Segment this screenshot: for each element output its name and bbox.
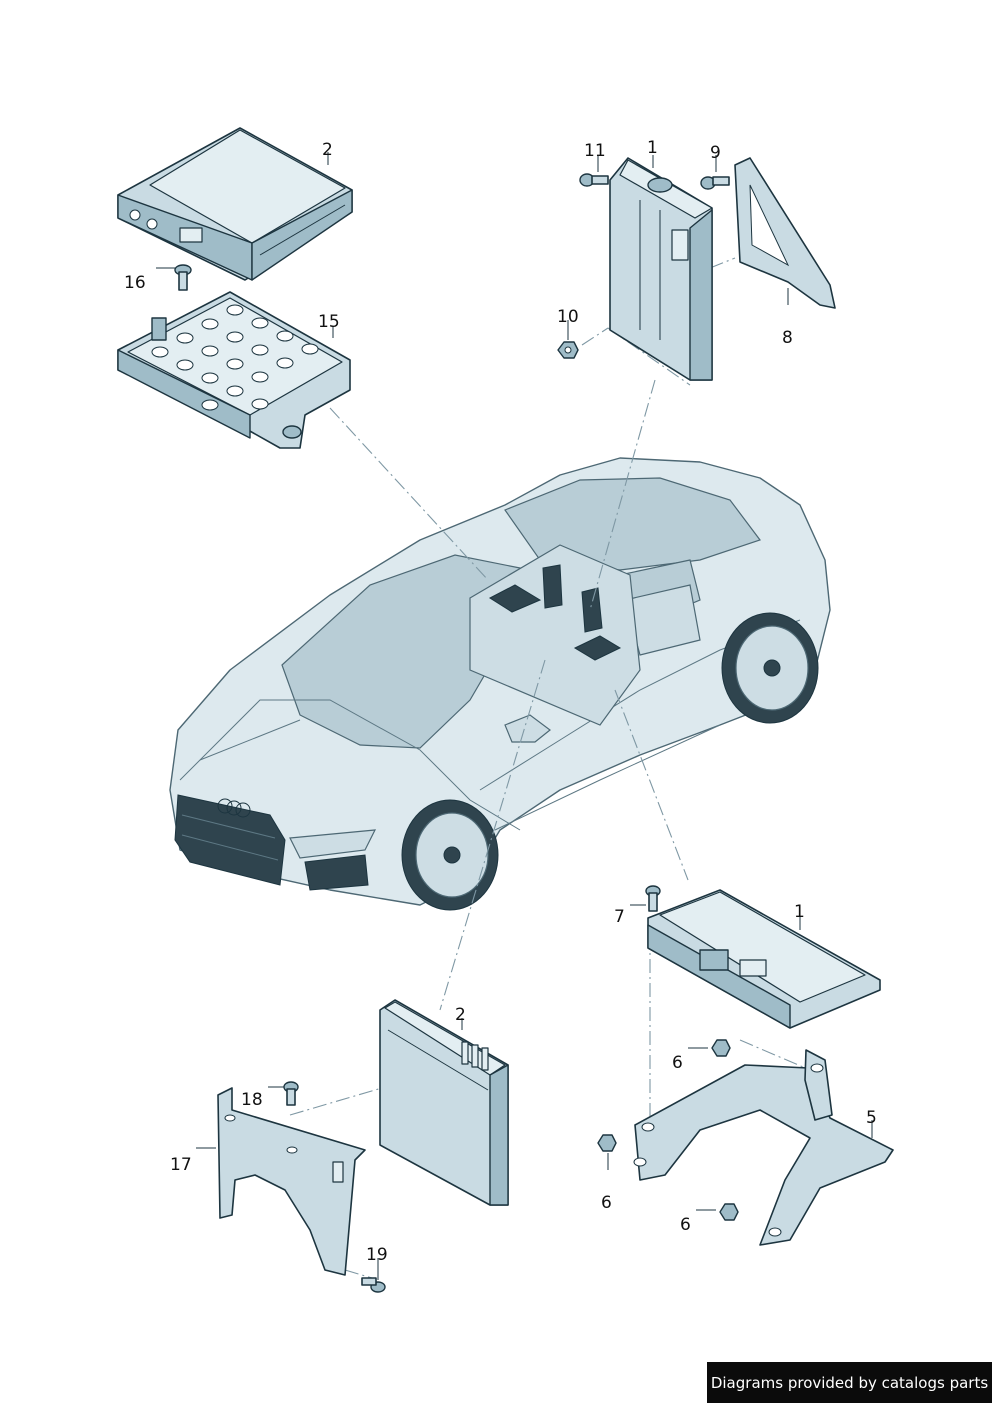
callout-labels: 2 16 15 11 1 9 10 8 1 7 6 6 6 5 2 18 17 …: [124, 138, 877, 1265]
callout-16: 16: [124, 273, 146, 293]
attribution-text: Diagrams provided by catalogs parts: [710, 1373, 989, 1392]
part-19-bolt: [361, 1277, 386, 1293]
part-18-bolt: [283, 1081, 299, 1106]
part-6-nut-b: [597, 1134, 617, 1152]
part-15-tray: [117, 291, 351, 449]
callout-2-bottom: 2: [455, 1005, 466, 1025]
callout-6-b: 6: [601, 1193, 612, 1213]
callout-6-c: 6: [680, 1215, 691, 1235]
callout-11: 11: [584, 141, 606, 161]
part-2-control-unit-top: [117, 127, 353, 281]
callout-7: 7: [614, 907, 625, 927]
callout-18: 18: [241, 1090, 263, 1110]
part-17-bracket: [217, 1087, 366, 1276]
part-10-nut: [557, 341, 579, 359]
part-9-bolt: [700, 176, 730, 190]
tray-holes: [151, 304, 319, 411]
callout-8: 8: [782, 328, 793, 348]
car-illustration: [169, 457, 831, 911]
callout-1-bottom: 1: [794, 902, 805, 922]
callout-5: 5: [866, 1108, 877, 1128]
part-8-bracket: [734, 157, 836, 309]
callout-15: 15: [318, 312, 340, 332]
part-5-carrier: [633, 1049, 894, 1246]
callout-2-top: 2: [322, 140, 333, 160]
part-1-control-unit-bottom: [647, 889, 881, 1029]
part-1-control-unit-top: [609, 157, 713, 381]
attribution-badge: Diagrams provided by catalogs parts: [707, 1362, 992, 1403]
callout-1-top: 1: [647, 138, 658, 158]
callout-17: 17: [170, 1155, 192, 1175]
leader-lines: [156, 152, 873, 1280]
callout-9: 9: [710, 143, 721, 163]
part-2-control-unit-bottom: [379, 999, 509, 1206]
connector-lines: [289, 257, 811, 1279]
callout-19: 19: [366, 1245, 388, 1265]
part-16-bolt: [174, 264, 192, 291]
callout-10: 10: [557, 307, 579, 327]
part-6-nut-c: [719, 1203, 739, 1221]
callout-6-a: 6: [672, 1053, 683, 1073]
part-11-bolt: [579, 173, 609, 187]
part-7-bolt: [645, 885, 661, 912]
part-6-nut-a: [711, 1039, 731, 1057]
